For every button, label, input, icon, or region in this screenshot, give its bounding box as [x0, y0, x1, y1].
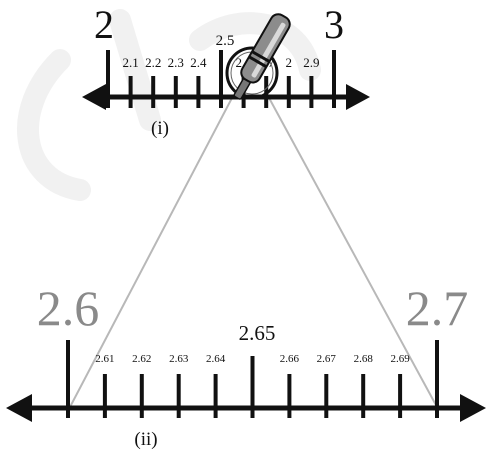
- line-i-tick-label: 2.2: [145, 55, 161, 70]
- line-i-caption: (i): [151, 118, 169, 139]
- line-ii-caption: (ii): [134, 429, 157, 450]
- number-line-i-right-arrow: [346, 84, 370, 110]
- magnifying-glass-icon: [225, 13, 291, 100]
- line-ii-right-label: 2.7: [406, 280, 469, 336]
- number-line-ii-ticks: [66, 340, 439, 418]
- zoom-guide-left: [69, 95, 234, 408]
- line-ii-tick-label: 2.64: [206, 353, 226, 365]
- line-i-midpoint-label: 2.5: [216, 33, 235, 49]
- magnifier-lens: [225, 46, 279, 100]
- line-ii-tick-label: 2.66: [280, 353, 300, 365]
- number-line-i-ticks: [106, 50, 336, 108]
- line-i-tick-label: 2: [286, 55, 293, 70]
- line-ii-left-label: 2.6: [37, 280, 100, 336]
- number-line-ii-tick-labels: 2.61 2.62 2.63 2.64 2.66 2.67 2.68 2.69: [95, 353, 410, 365]
- number-line-ii-right-arrow: [460, 394, 486, 422]
- line-ii-tick-label: 2.62: [132, 353, 151, 365]
- line-ii-tick-label: 2.69: [390, 353, 410, 365]
- line-i-left-whole-label: 2: [94, 2, 114, 47]
- number-line-ii-left-arrow: [6, 394, 32, 422]
- zoom-guide-lines: [69, 95, 438, 408]
- line-ii-midpoint-label: 2.65: [239, 321, 276, 345]
- number-line-i-left-arrow: [82, 84, 106, 110]
- line-i-right-whole-label: 3: [324, 2, 344, 47]
- line-ii-tick-label: 2.67: [317, 353, 337, 365]
- watermark: [17, 9, 321, 201]
- line-ii-tick-label: 2.68: [354, 353, 374, 365]
- line-i-tick-label: 2.4: [190, 55, 207, 70]
- line-ii-tick-label: 2.61: [95, 353, 114, 365]
- line-i-tick-label: 2.9: [303, 55, 319, 70]
- line-ii-tick-label: 2.63: [169, 353, 189, 365]
- zoom-guide-right: [267, 95, 438, 408]
- number-line-i: 2 3 2.5 2.12.22.32.42.62.722.9 (i): [82, 2, 370, 139]
- line-i-tick-label: 2.1: [122, 55, 138, 70]
- line-i-tick-label: 2.3: [168, 55, 184, 70]
